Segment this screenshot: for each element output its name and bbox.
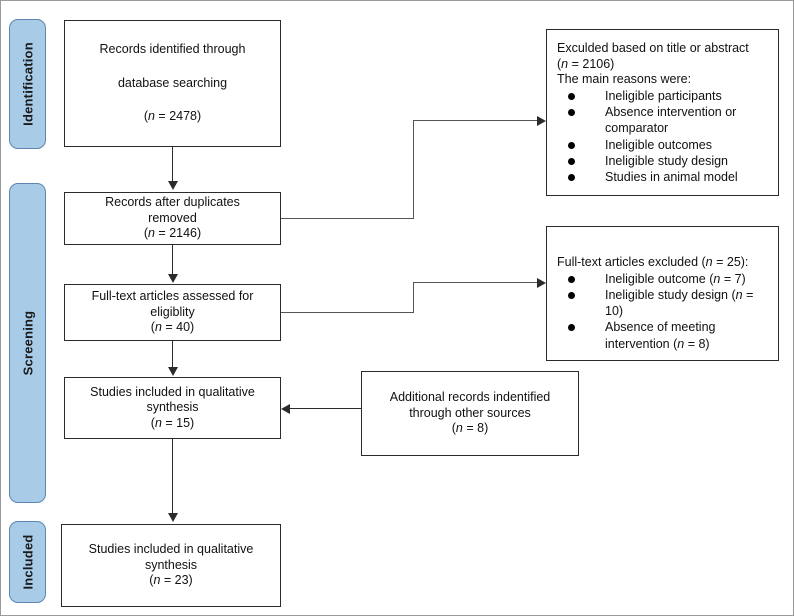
records-identified-count: (n = 2478) — [143, 109, 202, 124]
qualitative-synthesis-23-count: (n = 23) — [149, 573, 193, 588]
bullet-text: Ineligible outcomes — [605, 137, 713, 152]
excluded-title-abstract-header-2: (n = 2106) — [557, 56, 615, 71]
node-records-after-duplicates: Records after duplicates removed (n = 21… — [64, 192, 281, 245]
bullet-dot-icon — [568, 141, 575, 149]
stage-pill-screening: Screening — [9, 183, 46, 503]
excluded-title-abstract-bullet-list: Ineligible participants Absence interven… — [557, 88, 770, 186]
qualitative-synthesis-23-line-1: Studies included in qualitative — [88, 542, 254, 557]
bullet-dot-icon — [568, 157, 575, 165]
node-qualitative-synthesis-15: Studies included in qualitative synthesi… — [64, 377, 281, 439]
connector-duplicates-to-excluded-seg2 — [413, 120, 414, 219]
list-item: Ineligible study design (n = 10) — [557, 287, 770, 320]
arrow-fulltext-to-excluded — [537, 278, 546, 288]
arrow-additional-to-synthesis15 — [281, 404, 290, 414]
bullet-text: Ineligible participants — [605, 88, 722, 103]
qualitative-synthesis-15-line-2: synthesis — [146, 400, 199, 415]
list-item: Ineligible participants — [557, 88, 770, 104]
qualitative-synthesis-15-line-1: Studies included in qualitative — [90, 384, 255, 399]
bullet-text: Absence intervention or comparator — [605, 105, 737, 136]
arrow-synthesis15-to-synthesis23 — [168, 513, 178, 522]
additional-records-line-2: through other sources — [409, 405, 531, 420]
connector-duplicates-to-excluded-seg1 — [281, 218, 413, 219]
stage-pill-included: Included — [9, 521, 46, 603]
connector-fulltext-to-excluded-seg3 — [413, 282, 539, 283]
records-identified-line-1: Records identified through — [99, 42, 246, 57]
additional-records-line-1: Additional records indentified — [389, 390, 551, 405]
excluded-title-abstract-header-1: Exculded based on title or abstract — [557, 41, 749, 55]
node-qualitative-synthesis-23: Studies included in qualitative synthesi… — [61, 524, 281, 607]
connector-synthesis15-to-synthesis23 — [172, 439, 173, 515]
node-records-identified: Records identified through database sear… — [64, 20, 281, 147]
list-item: Absence of meeting intervention (n = 8) — [557, 319, 770, 352]
excluded-fulltext-header: Full-text articles excluded (n = 25): — [557, 255, 749, 269]
bullet-text: Ineligible study design — [605, 153, 728, 168]
bullet-text: Ineligible outcome (n = 7) — [605, 271, 746, 286]
records-identified-line-2: database searching — [117, 75, 228, 90]
excluded-title-abstract-header-3: The main reasons were: — [557, 72, 692, 87]
bullet-text: Studies in animal model — [605, 170, 738, 185]
bullet-dot-icon — [568, 174, 575, 182]
fulltext-assessed-line-2: eligiblity — [150, 304, 195, 319]
qualitative-synthesis-15-count: (n = 15) — [150, 415, 195, 430]
fulltext-assessed-line-1: Full-text articles assessed for — [91, 289, 254, 304]
bullet-text: Absence of meeting intervention (n = 8) — [605, 320, 716, 351]
connector-fulltext-to-synthesis15 — [172, 341, 173, 369]
arrow-duplicates-to-excluded — [537, 116, 546, 126]
bullet-dot-icon — [568, 291, 575, 299]
bullet-text: Ineligible study design (n = 10) — [605, 287, 754, 319]
connector-fulltext-to-excluded-seg1 — [281, 312, 413, 313]
connector-duplicates-to-fulltext — [172, 245, 173, 275]
node-excluded-title-abstract: Exculded based on title or abstract (n =… — [546, 29, 779, 196]
stage-label-identification: Identification — [20, 42, 35, 126]
bullet-dot-icon — [568, 275, 575, 283]
list-item: Ineligible outcome (n = 7) — [557, 271, 770, 287]
arrow-identified-to-duplicates — [168, 181, 178, 190]
list-item: Ineligible study design — [557, 153, 770, 169]
node-fulltext-assessed: Full-text articles assessed for eligibli… — [64, 284, 281, 341]
fulltext-assessed-count: (n = 40) — [150, 320, 195, 335]
excluded-fulltext-bullet-list: Ineligible outcome (n = 7) Ineligible st… — [557, 271, 770, 352]
bullet-dot-icon — [568, 92, 575, 100]
stage-label-screening: Screening — [20, 310, 35, 376]
stage-pill-identification: Identification — [9, 19, 46, 149]
connector-additional-to-synthesis15 — [290, 408, 361, 409]
stage-label-included: Included — [20, 534, 35, 590]
connector-identified-to-duplicates — [172, 147, 173, 183]
arrow-duplicates-to-fulltext — [168, 274, 178, 283]
list-item: Ineligible outcomes — [557, 137, 770, 153]
connector-fulltext-to-excluded-seg2 — [413, 282, 414, 313]
records-after-duplicates-line-1: Records after duplicates — [105, 195, 240, 210]
node-excluded-fulltext: Full-text articles excluded (n = 25): In… — [546, 226, 779, 361]
list-item: Studies in animal model — [557, 169, 770, 185]
qualitative-synthesis-23-line-2: synthesis — [144, 557, 198, 572]
records-after-duplicates-count: (n = 2146) — [143, 226, 202, 241]
list-item: Absence intervention or comparator — [557, 104, 770, 137]
connector-duplicates-to-excluded-seg3 — [413, 120, 539, 121]
bullet-dot-icon — [568, 324, 575, 332]
arrow-fulltext-to-synthesis15 — [168, 367, 178, 376]
records-after-duplicates-line-2: removed — [148, 210, 197, 225]
node-additional-records: Additional records indentified through o… — [361, 371, 579, 456]
additional-records-count: (n = 8) — [451, 421, 489, 436]
bullet-dot-icon — [568, 109, 575, 117]
